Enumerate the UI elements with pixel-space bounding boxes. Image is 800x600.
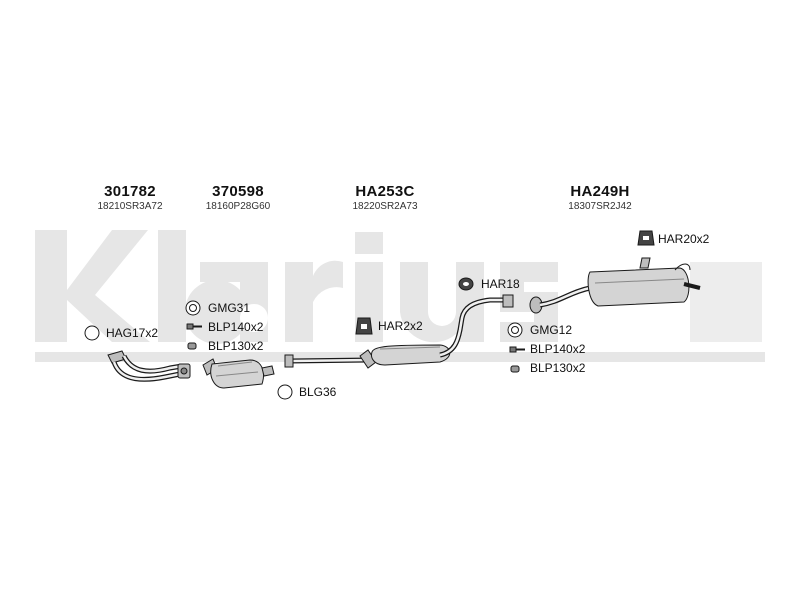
label-blg36: BLG36	[299, 385, 337, 399]
blp130-bolt-icon	[187, 342, 197, 350]
blg36-ring-icon	[277, 384, 293, 400]
har20-rubber-hanger-icon	[637, 230, 655, 246]
label-har20: HAR20x2	[658, 232, 710, 246]
hag17-ring-icon	[84, 325, 100, 341]
label-blp140-rear: BLP140x2	[530, 342, 586, 356]
part-code: HA253C	[355, 183, 415, 200]
part-ha253c: HA253C 18220SR2A73	[335, 183, 435, 212]
gmg31-gasket-inner	[189, 304, 197, 312]
label-har18: HAR18	[481, 277, 520, 291]
rear-silencer	[529, 257, 701, 314]
har18-rubber-hanger-icon	[458, 277, 474, 291]
oem-number: 18210SR3A72	[97, 201, 163, 212]
part-ha249h: HA249H 18307SR2J42	[545, 183, 655, 212]
part-370598: 370598 18160P28G60	[188, 183, 288, 212]
label-blp140-front: BLP140x2	[208, 320, 264, 334]
front-pipe	[107, 350, 191, 382]
har2-rubber-hanger-icon	[355, 317, 373, 335]
blp130-bolt-icon-rear	[510, 365, 520, 373]
blp140-bolt-icon-rear	[509, 346, 525, 353]
label-hag17: HAG17x2	[106, 326, 159, 340]
part-301782: 301782 18210SR3A72	[80, 183, 180, 212]
catalytic-converter	[202, 358, 275, 389]
blp140-bolt-icon	[186, 323, 202, 330]
label-blp130-rear: BLP130x2	[530, 361, 586, 375]
part-code: 301782	[104, 183, 156, 200]
label-gmg31: GMG31	[208, 301, 251, 315]
part-code: 370598	[212, 183, 264, 200]
oem-number: 18220SR2A73	[352, 201, 418, 212]
label-har2: HAR2x2	[378, 319, 423, 333]
oem-number: 18307SR2J42	[568, 201, 632, 212]
part-code: HA249H	[570, 183, 630, 200]
gmg12-gasket-inner	[511, 326, 519, 334]
label-gmg12: GMG12	[530, 323, 573, 337]
centre-silencer-section	[284, 294, 514, 369]
watermark-tail	[690, 262, 762, 342]
oem-number: 18160P28G60	[205, 201, 271, 212]
label-blp130-front: BLP130x2	[208, 339, 264, 353]
